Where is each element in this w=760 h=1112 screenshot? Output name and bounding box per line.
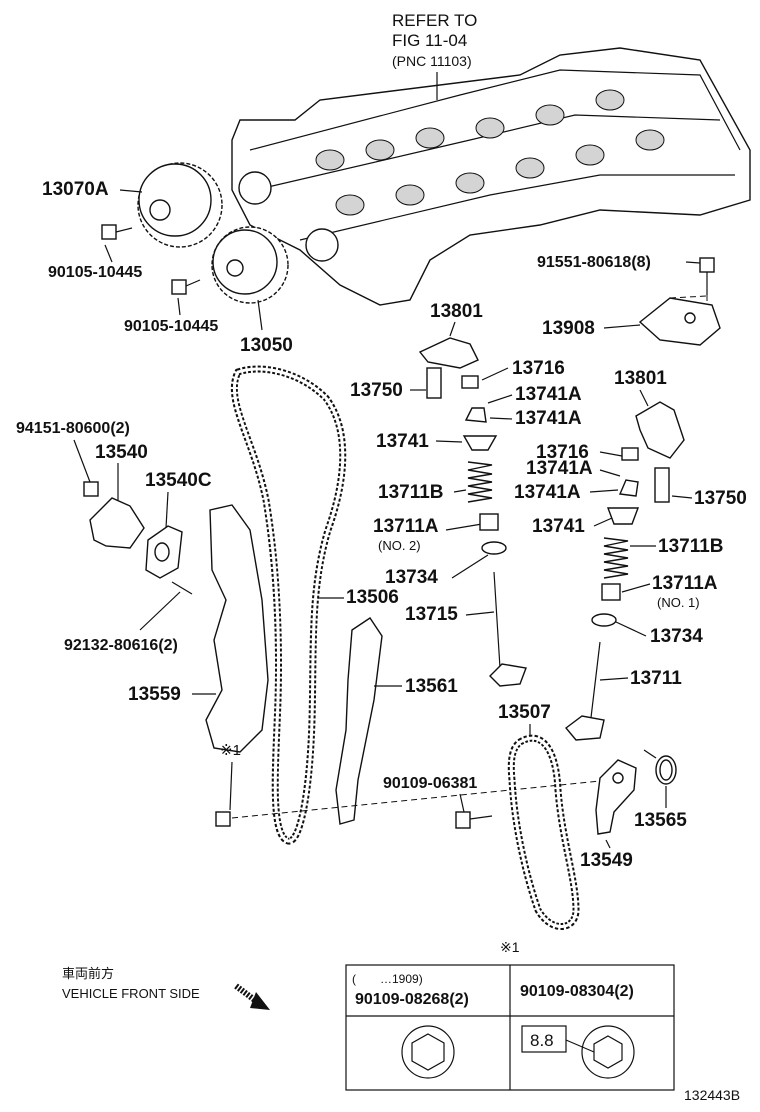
table-col1-date: ( …1909)	[352, 972, 423, 986]
lash-adjuster-13750-a	[426, 367, 442, 399]
cylinder-head-drawing	[231, 47, 751, 306]
keeper-13741A-b	[618, 479, 639, 497]
label-13741A-d: 13741A	[514, 482, 581, 503]
spring-13565-drawing	[643, 749, 677, 785]
label-90105-a: 90105-10445	[48, 264, 142, 281]
label-13741-a: 13741	[376, 431, 429, 452]
label-13908: 13908	[542, 318, 595, 339]
label-90105-b: 90105-10445	[124, 318, 218, 335]
refer-line-3: (PNC 11103)	[392, 53, 472, 69]
bolt-90109-06381-drawing	[455, 811, 471, 829]
tensioner-arm-13549-drawing	[595, 759, 637, 835]
label-13711: 13711	[630, 668, 682, 689]
label-13561: 13561	[405, 676, 458, 697]
keeper-13741A-a	[464, 407, 487, 423]
label-13741A-b: 13741A	[515, 408, 582, 429]
strength-class-label: 8.8	[530, 1031, 554, 1050]
nut-94151-drawing	[83, 481, 99, 497]
label-13711B-a: 13711B	[378, 482, 444, 503]
label-92132: 92132-80616(2)	[64, 637, 178, 654]
label-94151: 94151-80600(2)	[16, 420, 130, 437]
label-13741A-c: 13741A	[526, 458, 593, 479]
sprocket-13050-drawing	[211, 226, 289, 304]
seal-13711A-b	[601, 583, 621, 601]
spring-13711B-b-drawing	[603, 537, 629, 579]
washer-13734-b	[591, 613, 617, 627]
mark-1-label: ※1	[220, 742, 241, 759]
bolt-90105-b-drawing	[171, 279, 201, 295]
label-13540: 13540	[95, 442, 148, 463]
label-13741-b: 13741	[532, 516, 585, 537]
chain-guide-13561-drawing	[335, 617, 383, 825]
front-label-jp: 車両前方	[62, 966, 114, 981]
label-13750-b: 13750	[694, 488, 747, 509]
bolt-90105-a-drawing	[101, 224, 133, 240]
label-13711A-b: 13711A	[652, 573, 718, 594]
label-13741A-a: 13741A	[515, 384, 582, 405]
retainer-13741-b	[606, 507, 640, 525]
tensioner-13540-drawing	[89, 497, 145, 549]
label-13559: 13559	[128, 684, 181, 705]
refer-line-2: FIG 11-04	[392, 31, 467, 50]
label-13711A-a: 13711A	[373, 516, 439, 537]
label-13711B-b: 13711B	[658, 536, 724, 557]
pad-13716-a	[461, 375, 479, 389]
bolt-mark-1-drawing	[215, 811, 231, 827]
label-13506: 13506	[346, 587, 399, 608]
rocker-arm-13801-b	[635, 401, 685, 459]
plate-13908-drawing	[638, 297, 721, 346]
label-13734-b: 13734	[650, 626, 703, 647]
spring-13711B-a-drawing	[467, 461, 493, 503]
hex-bolt-head-icon	[401, 1025, 455, 1079]
lash-adjuster-13750-b	[654, 467, 670, 503]
table-col1-part: 90109-08268(2)	[355, 991, 469, 1008]
label-13050: 13050	[240, 335, 293, 356]
label-13715: 13715	[405, 604, 458, 625]
hex-socket-bolt-head-icon	[565, 1025, 635, 1079]
rocker-arm-13801-a	[418, 337, 479, 369]
chain-13507-drawing	[507, 734, 580, 930]
table-col2-part: 90109-08304(2)	[520, 983, 634, 1000]
stud-92132-drawing	[171, 581, 193, 595]
label-13070A: 13070A	[42, 179, 109, 200]
valve-13715-drawing	[489, 571, 527, 687]
label-90109-06381: 90109-06381	[383, 775, 477, 792]
label-13734-a: 13734	[385, 567, 438, 588]
label-13716-b: 13716	[536, 442, 589, 463]
label-13750-a: 13750	[350, 380, 403, 401]
label-13716-a: 13716	[512, 358, 565, 379]
label-13801-a: 13801	[430, 301, 483, 322]
bolt-91551-drawing	[699, 257, 715, 295]
label-91551: 91551-80618(8)	[537, 254, 651, 271]
washer-13734-a	[481, 541, 507, 555]
retainer-13741-a	[462, 435, 498, 451]
chain-guide-13559-drawing	[205, 504, 269, 753]
front-label-en: VEHICLE FRONT SIDE	[62, 986, 200, 1001]
label-13711A-a-note: (NO. 2)	[378, 538, 421, 553]
sprocket-13070A-drawing	[137, 162, 223, 248]
figure-id: 132443B	[684, 1087, 740, 1103]
label-13711A-b-note: (NO. 1)	[657, 595, 700, 610]
seal-13711A-a	[479, 513, 499, 531]
refer-line-1: REFER TO	[392, 11, 477, 30]
front-arrow-icon	[234, 983, 270, 1010]
label-13540C: 13540C	[145, 470, 212, 491]
camshaft-lobes	[315, 89, 665, 216]
label-13801-b: 13801	[614, 368, 667, 389]
valve-13711-drawing	[564, 641, 605, 741]
table-mark: ※1	[500, 939, 520, 955]
label-13549: 13549	[580, 850, 633, 871]
pad-13716-b	[621, 447, 639, 461]
label-13507: 13507	[498, 702, 551, 723]
label-13565: 13565	[634, 810, 687, 831]
